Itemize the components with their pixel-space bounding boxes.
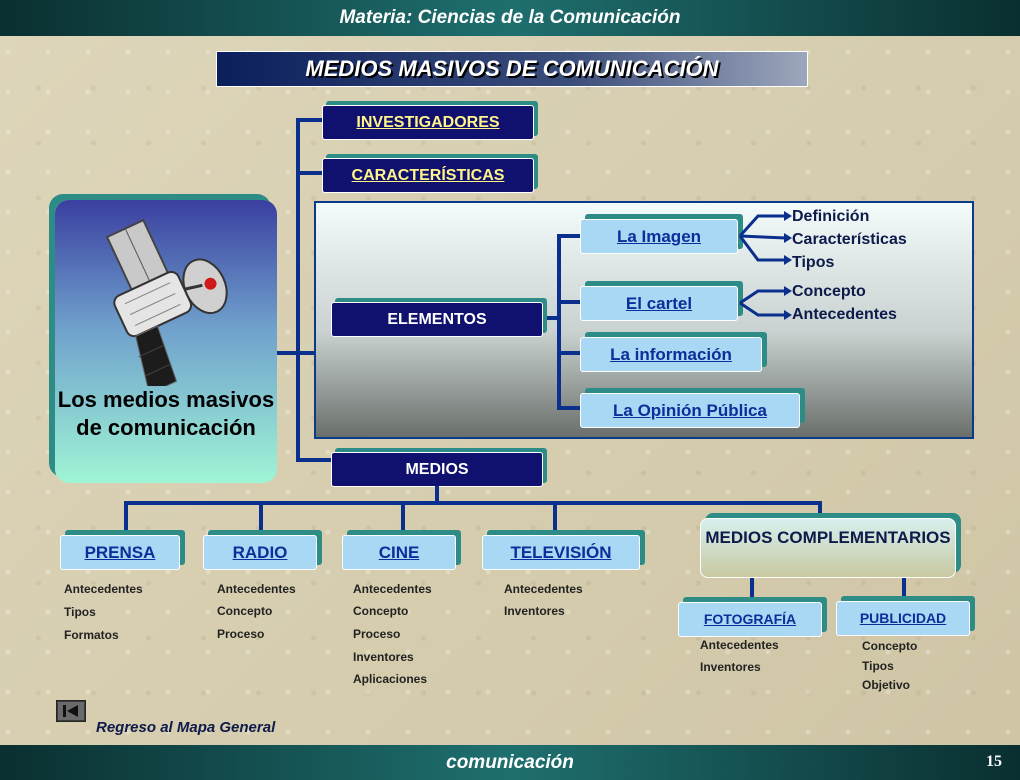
publicidad-item: Concepto xyxy=(862,639,918,653)
television-item: Antecedentes xyxy=(504,582,583,596)
stem-complementarios xyxy=(818,501,822,519)
stem-television xyxy=(553,501,557,531)
footer-word: comunicación xyxy=(446,752,574,773)
radio-item: Antecedentes xyxy=(217,582,296,596)
imagen-item: Tipos xyxy=(792,254,835,271)
connector-hub xyxy=(277,351,317,355)
stem-fotografia xyxy=(750,578,754,600)
prensa-item: Antecedentes xyxy=(64,582,143,596)
cine-item: Proceso xyxy=(353,627,401,641)
television-item: Inventores xyxy=(504,604,565,618)
publicidad-item: Tipos xyxy=(862,659,894,673)
cine-button[interactable]: CINE xyxy=(342,535,456,570)
imagen-arrows xyxy=(738,211,792,265)
stem-prensa xyxy=(124,501,128,531)
stem-cine xyxy=(401,501,405,531)
skip-back-icon[interactable] xyxy=(56,700,86,722)
radio-button[interactable]: RADIO xyxy=(203,535,317,570)
prensa-button[interactable]: PRENSA xyxy=(60,535,180,570)
connector-cartel xyxy=(557,300,581,304)
footer-bar: comunicación 15 xyxy=(0,745,1020,780)
connector-informacion xyxy=(557,351,581,355)
publicidad-button[interactable]: PUBLICIDAD xyxy=(836,601,970,636)
elementos-connector xyxy=(540,316,560,320)
trunk-vertical xyxy=(296,118,300,462)
medios-stem xyxy=(435,486,439,504)
cine-item: Aplicaciones xyxy=(353,672,428,686)
la-imagen-button[interactable]: La Imagen xyxy=(580,219,738,254)
cine-item: Antecedentes xyxy=(353,582,432,596)
connector-investigadores xyxy=(296,118,326,122)
header-bar: Materia: Ciencias de la Comunicación xyxy=(0,0,1020,36)
cartel-arrows xyxy=(739,286,792,320)
connector-medios xyxy=(296,458,332,462)
caracteristicas-button[interactable]: CARACTERÍSTICAS xyxy=(322,158,534,193)
elementos-trunk xyxy=(557,234,561,410)
investigadores-button[interactable]: INVESTIGADORES xyxy=(322,105,534,140)
stem-publicidad xyxy=(902,578,906,600)
subject-title: Materia: Ciencias de la Comunicación xyxy=(339,7,681,28)
medios-horizontal xyxy=(124,501,822,505)
radio-item: Concepto xyxy=(217,604,273,618)
connector-imagen xyxy=(557,234,581,238)
cartel-item: Antecedentes xyxy=(792,306,897,323)
connector-opinion xyxy=(557,406,581,410)
television-button[interactable]: TELEVISIÓN xyxy=(482,535,640,570)
hub-label: Los medios masivos de comunicación xyxy=(57,387,275,440)
cine-item: Inventores xyxy=(353,650,414,664)
cine-item: Concepto xyxy=(353,604,409,618)
imagen-item: Definición xyxy=(792,208,870,225)
medios-complementarios-button[interactable]: MEDIOS COMPLEMENTARIOS xyxy=(700,518,956,578)
medios-button[interactable]: MEDIOS xyxy=(331,452,543,487)
stem-radio xyxy=(259,501,263,531)
page-title-text: MEDIOS MASIVOS DE COMUNICACIÓN xyxy=(305,56,719,81)
imagen-item: Características xyxy=(792,231,907,248)
cartel-item: Concepto xyxy=(792,283,866,300)
elementos-button[interactable]: ELEMENTOS xyxy=(331,302,543,337)
page-number: 15 xyxy=(986,753,1002,770)
fotografia-button[interactable]: FOTOGRAFÍA xyxy=(678,602,822,637)
el-cartel-button[interactable]: El cartel xyxy=(580,286,738,321)
prensa-item: Tipos xyxy=(64,605,96,619)
connector-caracteristicas xyxy=(296,171,326,175)
back-to-map-link[interactable]: Regreso al Mapa General xyxy=(96,719,276,736)
prensa-item: Formatos xyxy=(64,628,119,642)
page-title: MEDIOS MASIVOS DE COMUNICACIÓN xyxy=(216,51,808,87)
satellite-icon xyxy=(105,218,228,386)
fotografia-item: Antecedentes xyxy=(700,638,779,652)
la-opinion-publica-button[interactable]: La Opinión Pública xyxy=(580,393,800,428)
la-informacion-button[interactable]: La información xyxy=(580,337,762,372)
publicidad-item: Objetivo xyxy=(862,678,911,692)
radio-item: Proceso xyxy=(217,627,265,641)
hub-card: Los medios masivos de comunicación xyxy=(55,200,277,483)
fotografia-item: Inventores xyxy=(700,660,761,674)
